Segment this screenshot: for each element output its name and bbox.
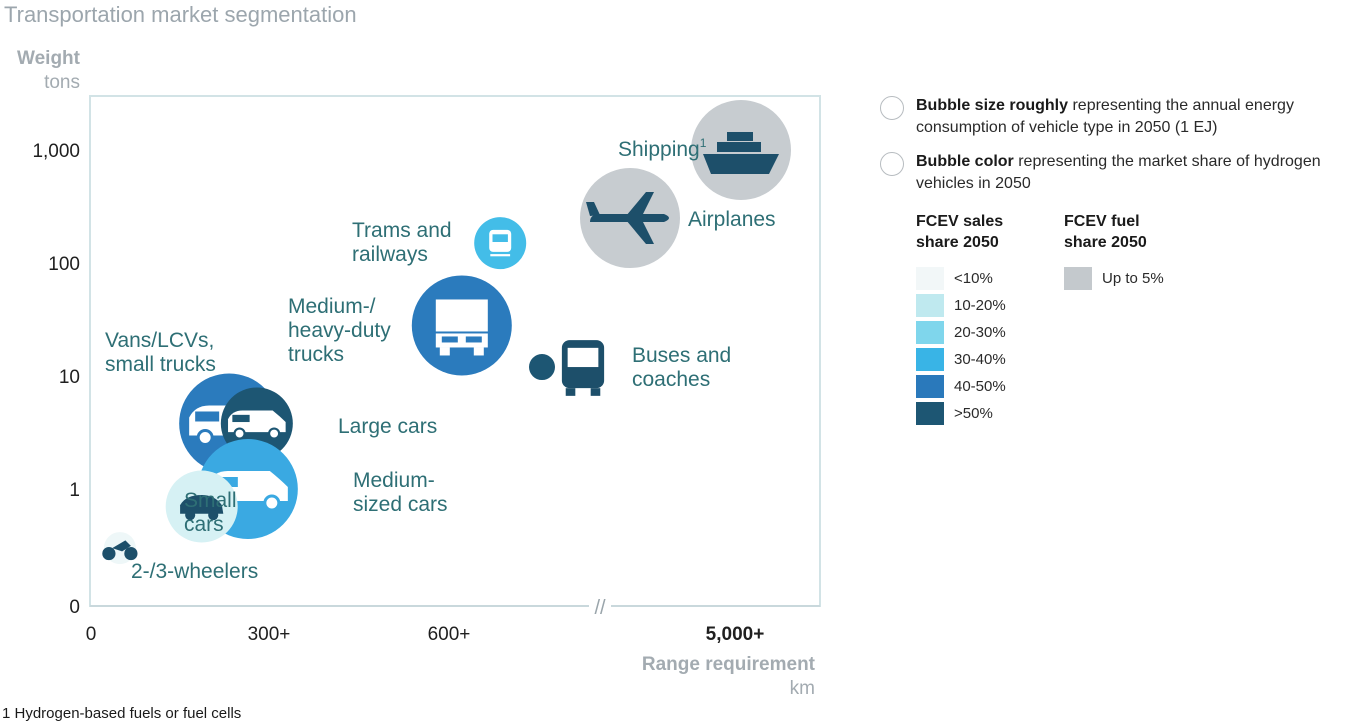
y-tick-label: 0: [69, 597, 80, 618]
footnote-marker: 1: [700, 136, 707, 150]
sales-swatch-label: 10-20%: [954, 297, 1006, 314]
fuel-swatch-label: Up to 5%: [1102, 270, 1164, 287]
bubble-buses-and-coaches: [529, 340, 605, 396]
legend-size-bold: Bubble size roughly: [916, 97, 1069, 114]
x-tick-label: 0: [86, 624, 97, 645]
bubble-medium-heavy-duty-trucks: [411, 275, 512, 376]
truck-icon: [435, 299, 488, 356]
sales-heading-line-1: FCEV sales: [916, 213, 1004, 230]
legend-scales: FCEV sales share 2050 <10% 10-20% 20-30% 30…: [916, 211, 1350, 429]
suv-icon: [228, 410, 286, 440]
sales-swatch-label: <10%: [954, 270, 993, 287]
airplane-icon: [586, 192, 669, 245]
label-vans-lcvs-small-trucks: Vans/LCVs,small trucks: [105, 329, 216, 376]
sales-swatch: [916, 267, 944, 290]
label-medium-sized-cars: Medium-sized cars: [353, 469, 448, 516]
sales-swatch-label: 20-30%: [954, 324, 1006, 341]
sales-swatch: [916, 348, 944, 371]
legend-color-bold: Bubble color: [916, 153, 1014, 170]
bubbles: [102, 100, 791, 565]
sales-swatch-row: 20-30%: [916, 321, 1064, 344]
label-airplanes: Airplanes: [688, 208, 776, 231]
y-tick-label: 10: [59, 367, 80, 388]
sales-swatch: [916, 294, 944, 317]
axis-break-mark: //: [594, 597, 606, 619]
chart-title: Transportation market segmentation: [4, 2, 357, 27]
legend-size-note: Bubble size roughly representing the ann…: [880, 95, 1350, 139]
sales-swatches: <10% 10-20% 20-30% 30-40% 40-50% >50%: [916, 267, 1064, 425]
bus-icon: [561, 340, 605, 396]
label-shipping: Shipping1: [618, 136, 707, 161]
legend-color-circle-icon: [880, 152, 904, 176]
sales-swatch: [916, 321, 944, 344]
label-large-cars: Large cars: [338, 415, 437, 438]
sales-swatch: [916, 375, 944, 398]
legend-color-text: representing the market share of hydroge…: [916, 153, 1321, 192]
bubble-shipping: [691, 100, 791, 200]
bubble-airplanes: [580, 168, 680, 269]
legend: Bubble size roughly representing the ann…: [880, 95, 1350, 429]
sales-swatch-row: <10%: [916, 267, 1064, 290]
y-tick-label: 1,000: [32, 141, 80, 162]
sales-swatch-row: 10-20%: [916, 294, 1064, 317]
fuel-swatches: Up to 5%: [1064, 267, 1212, 290]
legend-color-note: Bubble color representing the market sha…: [880, 151, 1350, 195]
y-tick-label: 100: [48, 254, 80, 275]
small-car-icon: [180, 494, 224, 521]
fuel-swatch: [1064, 267, 1092, 290]
fuel-scale: FCEV fuel share 2050 Up to 5%: [1064, 211, 1212, 429]
bubble-2-3-wheelers: [102, 532, 138, 565]
sales-scale: FCEV sales share 2050 <10% 10-20% 20-30% 30…: [916, 211, 1064, 429]
motorbike-icon: [102, 540, 138, 561]
footnote: 1 Hydrogen-based fuels or fuel cells: [2, 705, 241, 722]
sales-heading-line-2: share 2050: [916, 234, 999, 251]
sales-swatch-row: 40-50%: [916, 375, 1064, 398]
x-axis-title: Range requirement: [642, 654, 816, 675]
axis-break: //: [589, 596, 611, 619]
y-axis-title: Weight: [17, 48, 81, 69]
y-tick-label: 1: [69, 480, 80, 501]
y-ticks: 0 1 10 100 1,000: [32, 141, 80, 618]
y-axis-unit: tons: [44, 72, 80, 93]
sales-swatch-row: 30-40%: [916, 348, 1064, 371]
fuel-heading-line-2: share 2050: [1064, 234, 1147, 251]
x-axis-unit: km: [790, 678, 815, 699]
label-2-3-wheelers: 2-/3-wheelers: [131, 560, 258, 583]
x-tick-label: 600+: [428, 624, 471, 645]
x-tick-label: 300+: [248, 624, 291, 645]
fuel-heading-line-1: FCEV fuel: [1064, 213, 1140, 230]
x-tick-label: 5,000+: [706, 624, 765, 645]
fuel-swatch-row: Up to 5%: [1064, 267, 1212, 290]
legend-size-circle-icon: [880, 96, 904, 120]
sales-swatch-label: 40-50%: [954, 378, 1006, 395]
sales-swatch: [916, 402, 944, 425]
sales-swatch-label: >50%: [954, 405, 993, 422]
sales-swatch-row: >50%: [916, 402, 1064, 425]
bubble-trams-and-railways: [474, 217, 527, 270]
sales-swatch-label: 30-40%: [954, 351, 1006, 368]
tram-icon: [489, 229, 512, 257]
ship-icon: [703, 132, 779, 174]
x-ticks: 0 300+ 600+ 5,000+: [86, 624, 765, 645]
legend-size-text: representing the annual energy consumpti…: [916, 97, 1294, 136]
bubble-small-cars: [165, 470, 238, 543]
